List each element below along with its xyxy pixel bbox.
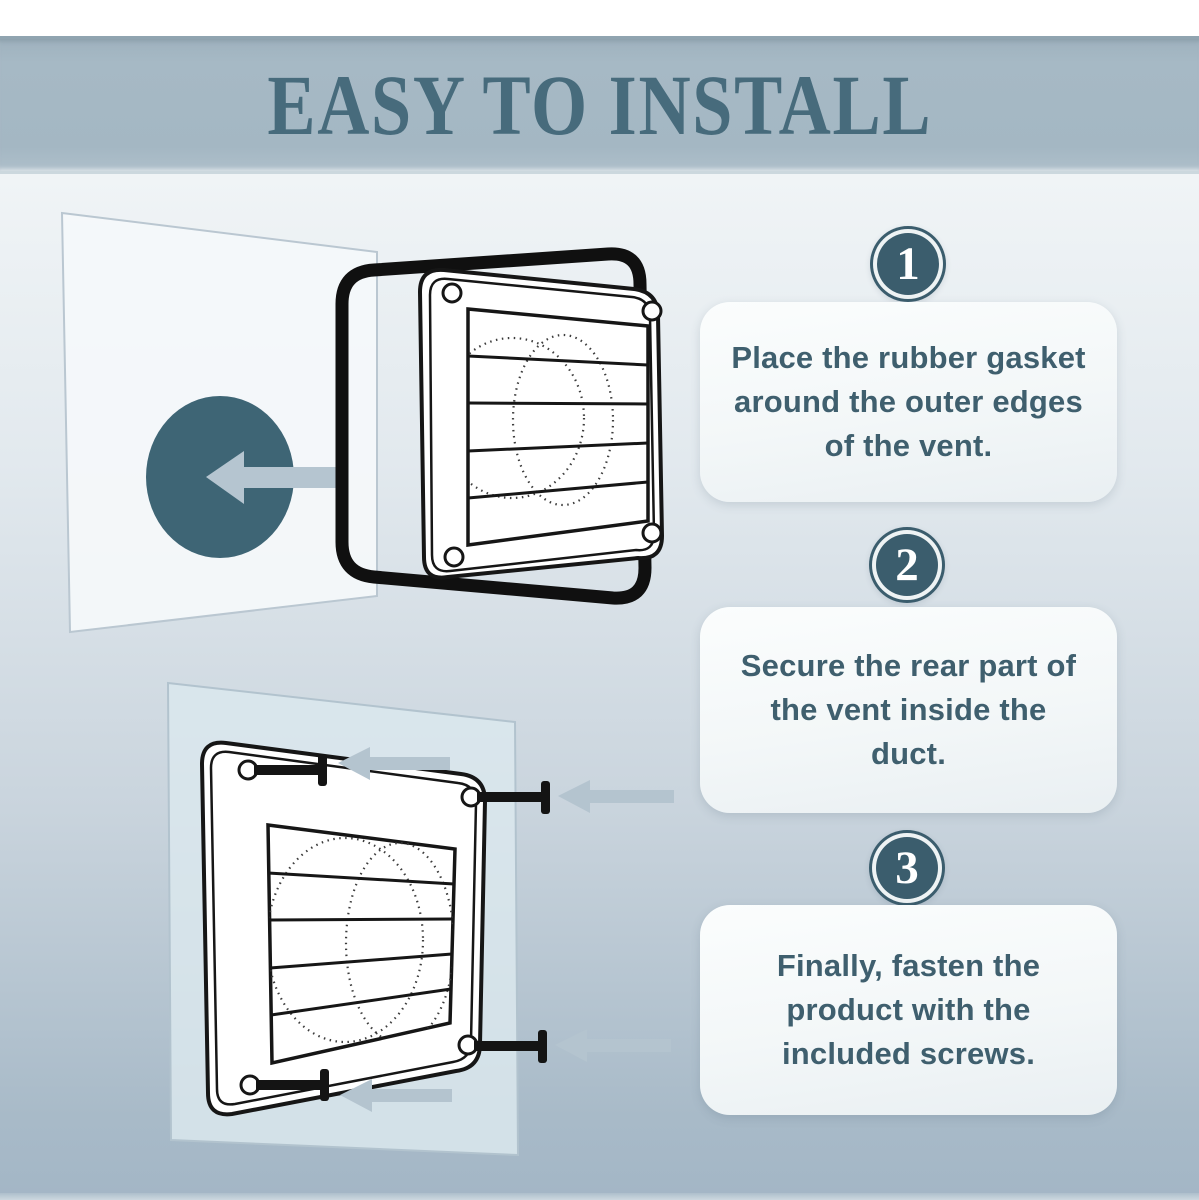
arrow-top-left-icon <box>338 747 450 780</box>
arrow-top-right-icon <box>558 780 674 813</box>
louver-frame <box>266 823 457 1066</box>
screw-holes <box>441 282 663 568</box>
arrow-bottom-left-icon <box>340 1079 452 1112</box>
screw-top-right <box>477 781 550 814</box>
vent-cover <box>417 267 665 580</box>
vent-cover <box>199 740 488 1117</box>
page-title: EASY TO INSTALL <box>267 57 932 153</box>
header-banner: EASY TO INSTALL <box>0 36 1199 174</box>
step-1-number: 1 <box>896 238 920 290</box>
screw-fastening-illustration <box>166 681 674 1157</box>
step-2-number-badge: 2 <box>876 534 938 596</box>
gasket-placement-illustration <box>60 211 665 634</box>
louver-slats <box>267 871 455 1017</box>
arrow-bottom-right-icon <box>555 1029 671 1062</box>
screw-bottom-right <box>474 1030 547 1063</box>
step-1-number-badge: 1 <box>877 233 939 295</box>
louver-frame <box>466 307 650 547</box>
top-white-strip <box>0 0 1199 36</box>
stage-background: 1 Place the rubber gasket around the out… <box>0 174 1199 1200</box>
step-2-number: 2 <box>895 539 919 591</box>
duct-outline-dotted <box>468 333 615 507</box>
rubber-gasket <box>335 247 652 605</box>
screw-bottom-left <box>256 1069 329 1101</box>
louver-slats <box>467 354 649 500</box>
left-arrow-icon <box>206 451 340 504</box>
screw-top-left <box>254 754 327 786</box>
